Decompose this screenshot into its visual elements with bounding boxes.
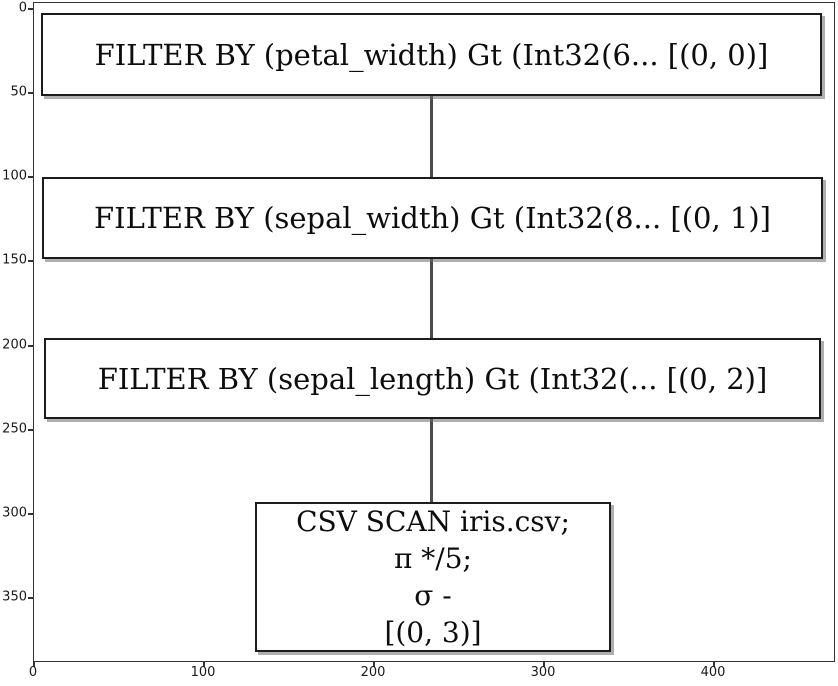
y-tick-label: 50 bbox=[10, 84, 27, 100]
y-tick-mark bbox=[28, 260, 33, 262]
x-tick-mark bbox=[373, 662, 375, 667]
y-tick-mark bbox=[28, 176, 33, 178]
y-tick-mark bbox=[28, 429, 33, 431]
plan-node-label: FILTER BY (sepal_width) Gt (Int32(8... [… bbox=[94, 201, 771, 235]
plan-node-label: FILTER BY (petal_width) Gt (Int32(6... [… bbox=[94, 37, 769, 72]
x-tick-label: 300 bbox=[530, 665, 556, 680]
y-tick-label: 150 bbox=[2, 252, 27, 268]
plan-node-label-line: σ - bbox=[414, 579, 452, 612]
plot-frame bbox=[33, 2, 835, 662]
plan-node-csv-scan: CSV SCAN iris.csv; π */5; σ - [(0, 3)] bbox=[255, 502, 611, 652]
y-tick-mark bbox=[28, 513, 33, 515]
x-tick-mark bbox=[543, 662, 545, 667]
x-tick-mark bbox=[203, 662, 205, 667]
plan-node-label-line: [(0, 3)] bbox=[384, 616, 482, 649]
x-tick-label: 100 bbox=[190, 665, 216, 680]
plan-node-filter-petal-width: FILTER BY (petal_width) Gt (Int32(6... [… bbox=[41, 13, 822, 96]
y-tick-mark bbox=[28, 345, 33, 347]
edge-connector bbox=[430, 96, 433, 177]
y-tick-label: 300 bbox=[2, 505, 27, 521]
x-tick-mark bbox=[713, 662, 715, 667]
edge-connector bbox=[430, 259, 433, 338]
y-tick-mark bbox=[28, 597, 33, 599]
y-tick-mark bbox=[28, 8, 33, 10]
y-tick-mark bbox=[28, 92, 33, 94]
plan-node-filter-sepal-length: FILTER BY (sepal_length) Gt (Int32(... [… bbox=[44, 338, 821, 419]
y-tick-label: 200 bbox=[2, 337, 27, 353]
x-tick-label: 200 bbox=[360, 665, 386, 680]
y-tick-label: 0 bbox=[18, 0, 27, 16]
x-tick-mark bbox=[33, 662, 35, 667]
y-tick-label: 250 bbox=[2, 421, 27, 437]
plan-node-label: FILTER BY (sepal_length) Gt (Int32(... [… bbox=[97, 361, 768, 396]
x-tick-label: 400 bbox=[700, 665, 726, 680]
x-tick-label: 0 bbox=[28, 665, 38, 680]
plan-node-filter-sepal-width: FILTER BY (sepal_width) Gt (Int32(8... [… bbox=[42, 177, 823, 259]
plan-node-label-line: π */5; bbox=[394, 542, 472, 575]
edge-connector bbox=[430, 419, 433, 503]
y-tick-label: 350 bbox=[2, 589, 27, 605]
plan-node-label-line: CSV SCAN iris.csv; bbox=[296, 505, 570, 538]
y-tick-label: 100 bbox=[2, 168, 27, 184]
